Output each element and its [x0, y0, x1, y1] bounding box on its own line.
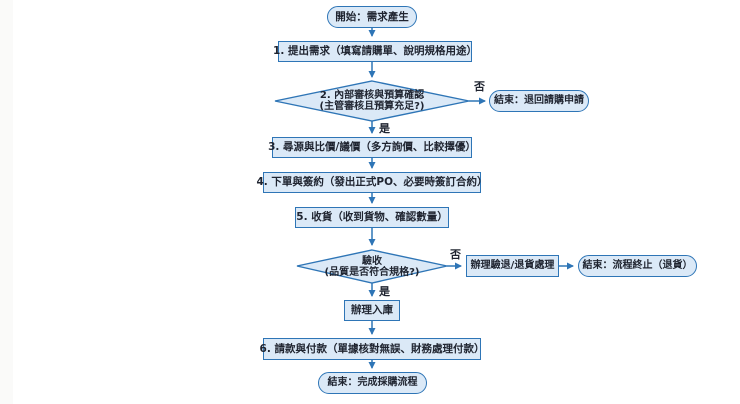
node-step6: 6. 請款與付款（單據核對無誤、財務處理付款） — [260, 338, 484, 360]
decision2-line1: 驗收 — [362, 256, 382, 267]
node-warehouse: 辦理入庫 — [344, 300, 400, 321]
page-left-edge — [0, 0, 13, 404]
decision2-line2: (品質是否符合規格?) — [324, 267, 420, 278]
decision2-yes-label: 是 — [379, 285, 390, 298]
node-step5: 5. 收貨（收到貨物、確認數量） — [295, 207, 449, 228]
decision1-line1: 2. 內部審核與預算確認 — [319, 90, 425, 101]
node-end-return: 結束：流程終止（退貨） — [578, 255, 697, 277]
node-step3: 3. 尋源與比價/議價（多方詢價、比較擇優） — [268, 137, 476, 158]
decision2-label: 驗收 (品質是否符合規格?) — [300, 253, 444, 281]
decision2-no-label: 否 — [450, 248, 461, 261]
decision1-yes-label: 是 — [379, 122, 390, 135]
node-end-reject: 結束：退回請購申請 — [489, 90, 589, 112]
node-return-process: 辦理驗退/退貨處理 — [466, 255, 559, 277]
node-start: 開始：需求產生 — [327, 6, 417, 28]
decision1-shape — [274, 80, 470, 122]
node-end-complete: 結束：完成採購流程 — [318, 372, 427, 394]
decision2-shape — [296, 249, 448, 284]
node-step4: 4. 下單與簽約（發出正式PO、必要時簽訂合約） — [256, 172, 488, 193]
node-step1: 1. 提出需求（填寫請購單、說明規格用途） — [273, 41, 477, 62]
decision1-line2: (主管審核且預算充足?) — [319, 101, 425, 112]
decision1-label: 2. 內部審核與預算確認 (主管審核且預算充足?) — [285, 86, 459, 116]
decision1-no-label: 否 — [474, 80, 485, 93]
